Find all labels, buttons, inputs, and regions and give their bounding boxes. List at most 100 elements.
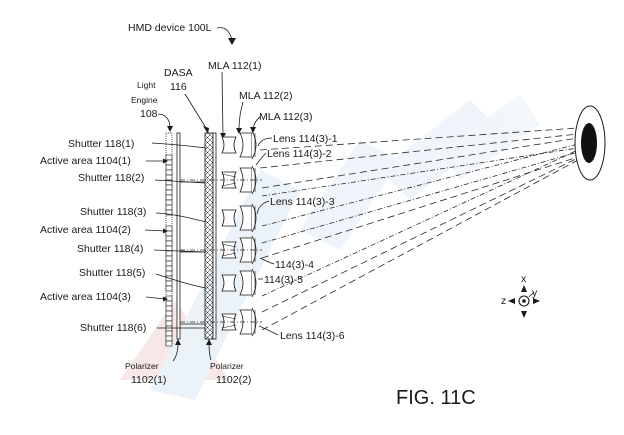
- active-area-cell: [165, 325, 173, 332]
- lens-row-4: [180, 235, 262, 265]
- dasa-leader: [184, 93, 207, 129]
- shutter-4-label: Shutter 118(4): [77, 243, 143, 255]
- light-engine-arrow-icon: [167, 126, 173, 132]
- axis-x-label: x: [521, 273, 527, 285]
- device-label: HMD device 100L: [128, 22, 212, 34]
- active-area-cell: [165, 335, 173, 342]
- light-rays: [259, 127, 579, 331]
- active-area-cell: [165, 184, 173, 191]
- device-arrow-icon: [228, 38, 236, 45]
- lens-1-leader: [257, 137, 273, 147]
- active-area-3-label: Active area 1104(3): [40, 291, 131, 303]
- active-area-cell: [165, 285, 173, 292]
- active-area-3-arrow-icon: [163, 296, 168, 302]
- active-area-cell: [165, 270, 173, 277]
- light-engine-label-3: 108: [140, 108, 158, 120]
- light-ray: [261, 157, 579, 313]
- axis-y-label: y: [532, 287, 538, 299]
- arrow-up-icon: [521, 285, 527, 292]
- shutter-labels: Shutter 118(1) Shutter 118(2) Shutter 11…: [68, 138, 146, 334]
- cone-lines: [221, 173, 237, 187]
- light-ray: [259, 133, 579, 169]
- mla-1-arrow-icon: [220, 133, 226, 139]
- polarizer-1-label-2: 1102(1): [131, 374, 166, 386]
- dasa-label-2: 116: [170, 81, 187, 93]
- active-area-cell: [165, 265, 173, 272]
- polarizer-2-arrow-icon: [206, 339, 212, 345]
- active-area-cell: [165, 194, 173, 201]
- dasa-label-1: DASA: [164, 67, 193, 79]
- lens-row-3: [221, 203, 257, 233]
- mla-2-lens: [239, 270, 253, 296]
- light-ray: [259, 127, 579, 151]
- active-area-cell: [165, 199, 173, 206]
- light-engine-leader: [157, 113, 171, 129]
- light-ray: [261, 149, 579, 297]
- mla-2-leader: [238, 101, 244, 131]
- mla-3-lens: [251, 130, 257, 160]
- active-area-cell: [165, 174, 173, 181]
- shutter-1-label: Shutter 118(1): [68, 138, 134, 150]
- lens-2-label: Lens 114(3)-2: [267, 148, 332, 160]
- mla-2-arrow-icon: [236, 128, 242, 134]
- light-engine-label-2: Engine: [131, 95, 158, 105]
- active-area-cell: [165, 230, 173, 237]
- mla-1-leader: [221, 71, 224, 137]
- active-area-cell: [165, 280, 173, 287]
- lens-5-label: 114(3)-5: [264, 274, 303, 286]
- active-area-cell: [165, 300, 173, 307]
- active-area-cell: [165, 305, 173, 312]
- active-area-cell: [165, 225, 173, 232]
- lens-2-leader: [255, 152, 267, 166]
- mla-2-lens: [239, 167, 253, 193]
- mla-1-lens: [221, 136, 237, 154]
- arrow-right-icon: [533, 298, 540, 304]
- lens-row-2: [180, 165, 262, 195]
- shutter-6-label: Shutter 118(6): [80, 322, 146, 334]
- mla-2-lens: [239, 237, 253, 263]
- mla-1-lens: [221, 274, 237, 292]
- active-area-cell: [165, 164, 173, 171]
- mla-1-lens: [221, 209, 237, 227]
- out-of-page-dot: [522, 299, 526, 303]
- eye-icon: [574, 105, 606, 181]
- arrow-down-icon: [521, 311, 527, 318]
- lens-6-label: Lens 114(3)-6: [280, 330, 345, 342]
- mla-2-lens: [239, 205, 253, 231]
- lens-1-label: Lens 114(3)-1: [273, 133, 338, 145]
- shutter-2-label: Shutter 118(2): [78, 172, 144, 184]
- dasa: [204, 132, 214, 340]
- active-area-cell: [165, 340, 173, 347]
- arrow-left-icon: [508, 298, 515, 304]
- mla-3-label: MLA 112(3): [259, 111, 313, 123]
- active-area-3-leader: [145, 296, 166, 300]
- active-area-cell: [165, 320, 173, 327]
- active-area-cell: [165, 250, 173, 257]
- light-ray: [261, 159, 579, 331]
- polarizer-2-label-2: 1102(2): [216, 374, 251, 386]
- lens-3-leader: [256, 200, 270, 215]
- lens-row-1: [221, 130, 257, 160]
- polarizer-2: [212, 132, 217, 340]
- active-area-cell: [165, 204, 173, 211]
- light-ray: [261, 151, 579, 244]
- cone-lines: [221, 315, 237, 329]
- lens-4-label: 114(3)-4: [275, 259, 314, 271]
- light-engine: [165, 132, 173, 347]
- active-area-cell: [165, 209, 173, 216]
- cone-lines: [221, 243, 237, 257]
- lens-4-leader: [259, 257, 275, 265]
- light-ray: [261, 147, 579, 197]
- mla-2-lens: [239, 132, 253, 158]
- active-area-cell: [165, 255, 173, 262]
- axes-indicator: x z y: [501, 273, 540, 318]
- light-ray: [261, 156, 579, 259]
- lens-3-label: Lens 114(3)-3: [270, 196, 335, 208]
- light-ray: [261, 137, 579, 189]
- lens-row-6: [180, 307, 262, 337]
- active-area-2-label: Active area 1104(2): [40, 224, 131, 236]
- shutter-3-label: Shutter 118(3): [80, 206, 146, 218]
- light-ray: [261, 143, 579, 227]
- axis-z-label: z: [501, 295, 506, 307]
- polarizer-2-label-1: Polarizer: [210, 361, 244, 371]
